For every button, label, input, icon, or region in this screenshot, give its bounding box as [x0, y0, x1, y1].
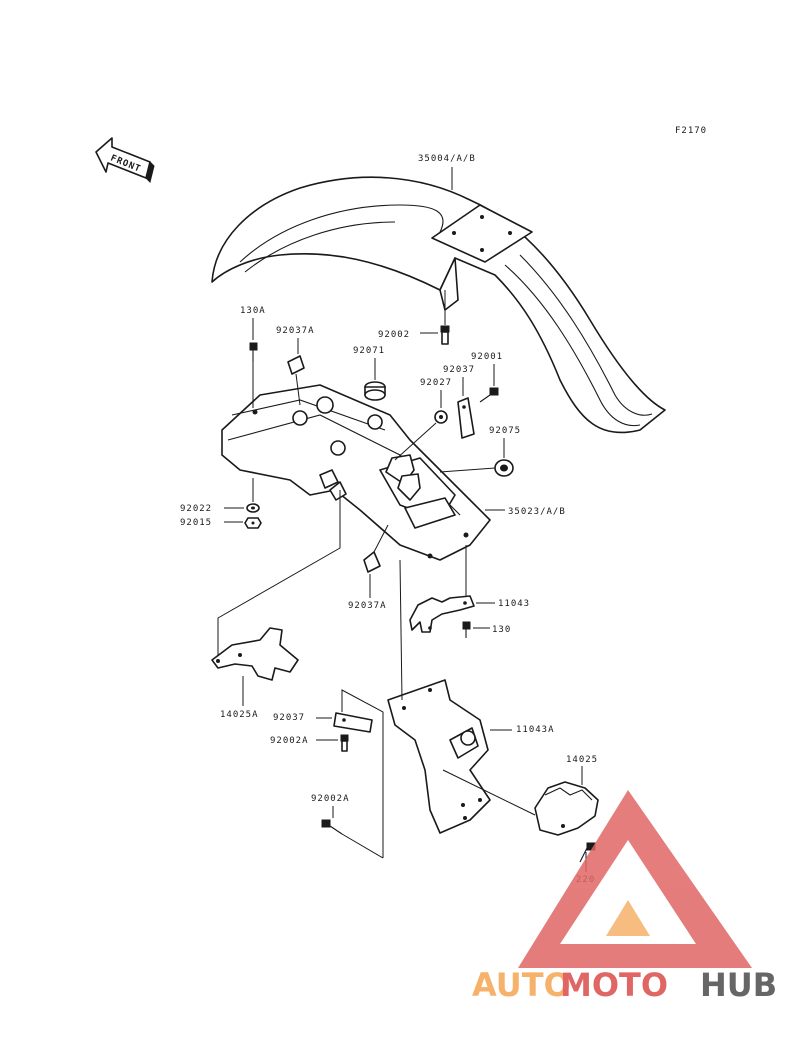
bolt-130A-icon: [249, 342, 258, 362]
front-arrow-icon: FRONT: [95, 137, 155, 183]
label-92002: 92002: [378, 330, 410, 340]
fender-front-section: [221, 384, 491, 561]
nut-92015-icon: [244, 517, 262, 529]
cover-14025: [534, 781, 599, 836]
rear-fender: [211, 176, 666, 434]
clamp-92037-upper-icon: [457, 397, 475, 439]
bolt-92002A-upper-icon: [340, 734, 349, 752]
label-92015: 92015: [180, 518, 212, 528]
label-35023: 35023/A/B: [508, 507, 566, 517]
bracket-11043A: [387, 679, 491, 834]
label-130A: 130A: [240, 306, 266, 316]
label-92037A-bottom: 92037A: [348, 601, 387, 611]
grommet-92071-icon: [364, 381, 386, 401]
watermark-text-auto: AUTO: [472, 966, 571, 1004]
label-35004: 35004/A/B: [418, 154, 476, 164]
bracket-11043: [409, 595, 475, 633]
label-92002A-lower: 92002A: [311, 794, 350, 804]
label-92022: 92022: [180, 504, 212, 514]
watermark-text-hub: HUB: [700, 966, 777, 1004]
washer-92022-icon: [246, 503, 260, 513]
label-92001: 92001: [471, 352, 503, 362]
watermark-logo: [518, 790, 752, 968]
label-92037-upper: 92037: [443, 365, 475, 375]
bolt-92001-icon: [479, 387, 499, 403]
nut-92027-icon: [434, 410, 448, 424]
bolt-92002A-lower-icon: [321, 819, 343, 835]
label-92037A-top: 92037A: [276, 326, 315, 336]
grommet-92037A-top-icon: [287, 355, 305, 375]
label-92037-lower: 92037: [273, 713, 305, 723]
bolt-130-icon: [462, 621, 471, 638]
label-92027: 92027: [420, 378, 452, 388]
label-92075: 92075: [489, 426, 521, 436]
label-92071: 92071: [353, 346, 385, 356]
label-11043A: 11043A: [516, 725, 555, 735]
label-130: 130: [492, 625, 511, 635]
label-11043: 11043: [498, 599, 530, 609]
bolt-92002-icon: [440, 325, 450, 345]
grommet-92075-icon: [494, 459, 514, 477]
grommet-92037A-bottom-icon: [363, 551, 381, 573]
watermark-text-moto: MOTO: [560, 966, 668, 1004]
cover-14025A: [211, 627, 299, 681]
label-14025A: 14025A: [220, 710, 259, 720]
clamp-92037-lower-icon: [333, 712, 373, 733]
figure-code: F2170: [675, 126, 707, 136]
label-14025: 14025: [566, 755, 598, 765]
label-92002A-upper: 92002A: [270, 736, 309, 746]
watermark-triangle-icon: [518, 790, 752, 968]
